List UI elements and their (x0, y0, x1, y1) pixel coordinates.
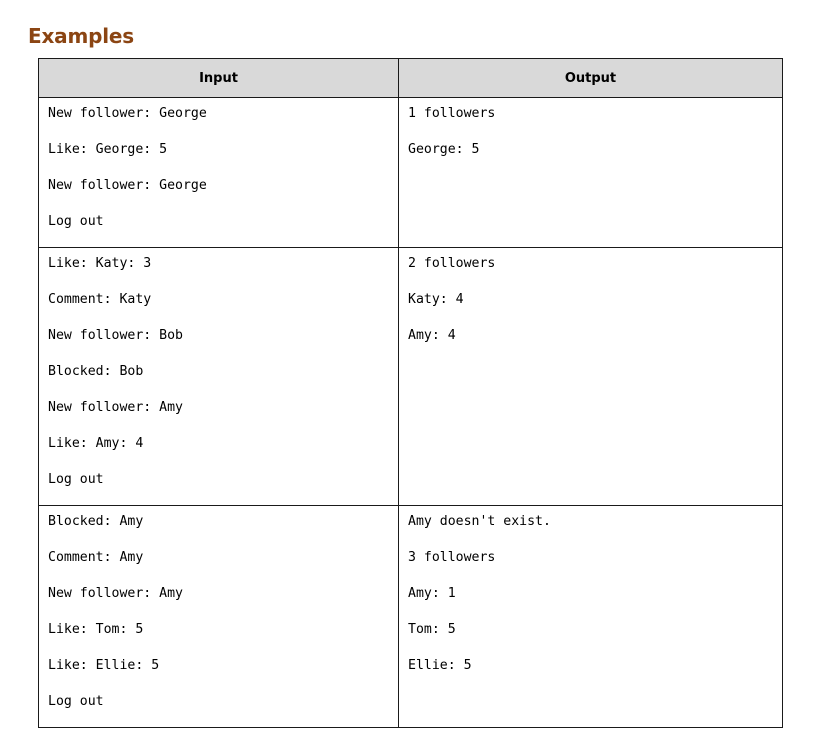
output-line: Amy doesn't exist. (408, 514, 551, 529)
output-column-header: Output (398, 58, 783, 98)
input-line: New follower: George (48, 106, 207, 121)
output-line: 1 followers (408, 106, 496, 121)
output-line: Tom: 5 (408, 622, 456, 637)
input-line: Blocked: Bob (48, 364, 144, 379)
output-line: George: 5 (408, 142, 480, 157)
input-cell: New follower: George Like: George: 5 New… (38, 97, 399, 248)
output-line: Amy: 4 (408, 328, 456, 343)
input-line: Log out (48, 214, 104, 229)
output-line: Katy: 4 (408, 292, 464, 307)
input-line: Log out (48, 472, 104, 487)
examples-table: Input Output New follower: George Like: … (38, 58, 783, 728)
input-line: Log out (48, 694, 104, 709)
input-line: Like: Ellie: 5 (48, 658, 160, 673)
example-row: Blocked: Amy Comment: Amy New follower: … (38, 505, 783, 728)
input-line: Blocked: Amy (48, 514, 144, 529)
input-line: New follower: Amy (48, 400, 183, 415)
examples-heading: Examples (28, 24, 134, 48)
input-line: Comment: Amy (48, 550, 144, 565)
input-line: Like: Tom: 5 (48, 622, 144, 637)
input-column-header: Input (38, 58, 399, 98)
output-line: Amy: 1 (408, 586, 456, 601)
input-cell: Like: Katy: 3 Comment: Katy New follower… (38, 247, 399, 506)
input-line: Like: George: 5 (48, 142, 168, 157)
input-line: New follower: George (48, 178, 207, 193)
output-cell: 1 followers George: 5 (398, 97, 783, 248)
output-cell: 2 followers Katy: 4 Amy: 4 (398, 247, 783, 506)
input-line: Like: Katy: 3 (48, 256, 152, 271)
output-cell: Amy doesn't exist. 3 followers Amy: 1 To… (398, 505, 783, 728)
example-row: Like: Katy: 3 Comment: Katy New follower… (38, 247, 783, 506)
output-line: 3 followers (408, 550, 496, 565)
input-line: New follower: Amy (48, 586, 183, 601)
input-line: Like: Amy: 4 (48, 436, 144, 451)
input-line: Comment: Katy (48, 292, 152, 307)
input-line: New follower: Bob (48, 328, 183, 343)
table-header-row: Input Output (38, 58, 783, 98)
input-cell: Blocked: Amy Comment: Amy New follower: … (38, 505, 399, 728)
example-row: New follower: George Like: George: 5 New… (38, 97, 783, 248)
output-line: 2 followers (408, 256, 496, 271)
output-line: Ellie: 5 (408, 658, 472, 673)
